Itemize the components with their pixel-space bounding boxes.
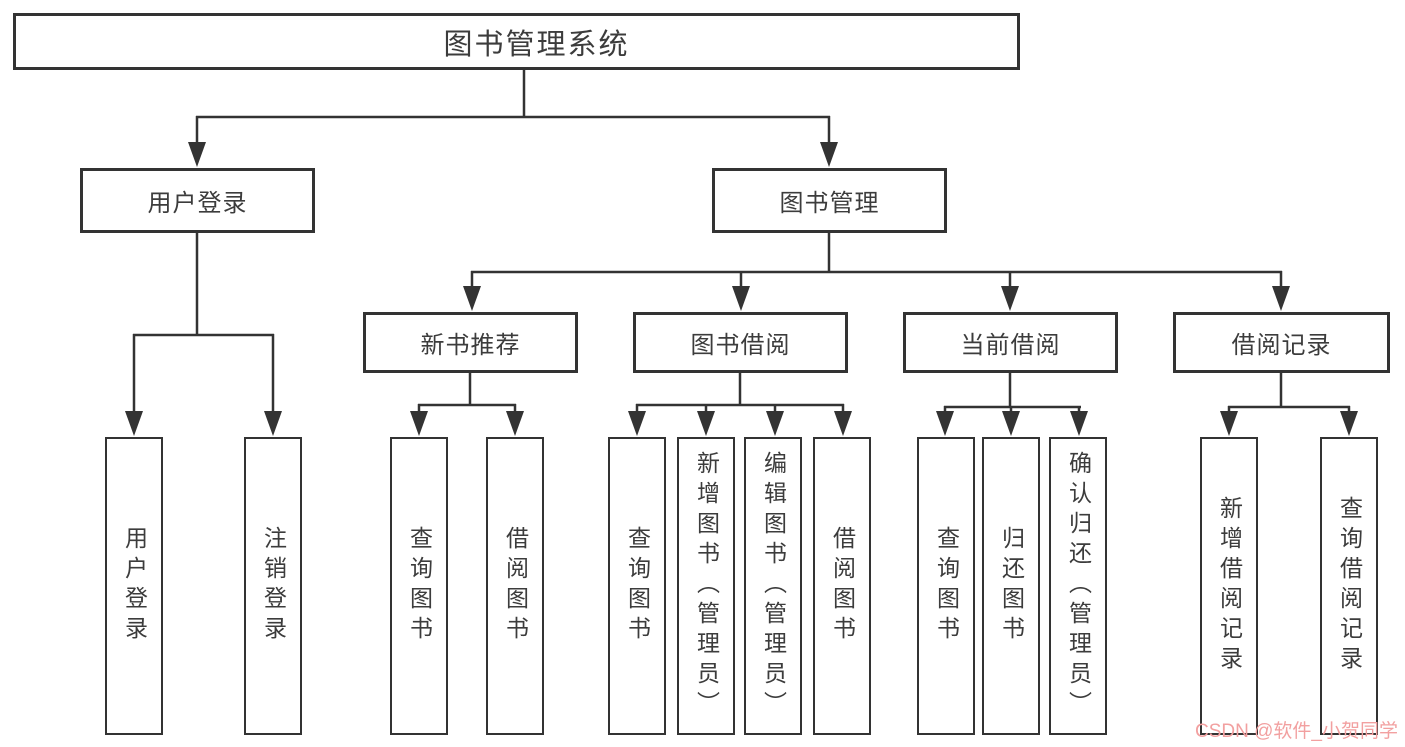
arrowhead-icon (410, 411, 428, 436)
node-leaf-logout: 注销登录 (244, 437, 302, 735)
arrowhead-icon (766, 411, 784, 436)
node-label: 新书推荐 (420, 332, 521, 359)
arrowhead-icon (1001, 286, 1019, 311)
arrowhead-icon (506, 411, 524, 436)
node-label: 借阅记录 (1231, 332, 1332, 359)
node-leaf-borrow-books-2: 借阅图书 (813, 437, 871, 735)
arrowhead-icon (820, 142, 838, 167)
connector-borrow-records (1220, 372, 1358, 436)
node-label: 借阅图书 (829, 526, 856, 646)
node-library-management-system: 图书管理系统 (13, 13, 1020, 70)
arrowhead-icon (628, 411, 646, 436)
node-leaf-query-books-3: 查询图书 (917, 437, 975, 735)
node-label: 确认归还（管理员） (1065, 451, 1092, 721)
arrowhead-icon (1070, 411, 1088, 436)
node-leaf-query-books-1: 查询图书 (390, 437, 448, 735)
node-label: 用户登录 (121, 526, 148, 646)
node-leaf-user-login: 用户登录 (105, 437, 163, 735)
node-book-borrow: 图书借阅 (633, 312, 848, 373)
node-label: 新增借阅记录 (1216, 496, 1243, 676)
node-label: 用户登录 (147, 190, 248, 217)
node-current-borrow: 当前借阅 (903, 312, 1118, 373)
arrowhead-icon (1220, 411, 1238, 436)
arrowhead-icon (1272, 286, 1290, 311)
arrowhead-icon (125, 411, 143, 436)
node-user-login: 用户登录 (80, 168, 315, 233)
arrowhead-icon (834, 411, 852, 436)
node-label: 当前借阅 (960, 332, 1061, 359)
node-leaf-add-books-admin: 新增图书（管理员） (677, 437, 735, 735)
node-label: 查询图书 (624, 526, 651, 646)
node-borrow-records: 借阅记录 (1173, 312, 1390, 373)
arrowhead-icon (936, 411, 954, 436)
watermark: CSDN @软件_小贺同学 (1195, 721, 1398, 742)
arrowhead-icon (697, 411, 715, 436)
connector-current-borrow (936, 372, 1088, 436)
node-leaf-return-books: 归还图书 (982, 437, 1040, 735)
arrowhead-icon (1340, 411, 1358, 436)
node-label: 查询图书 (933, 526, 960, 646)
node-label: 图书借阅 (690, 332, 791, 359)
node-label: 查询图书 (406, 526, 433, 646)
arrowhead-icon (732, 286, 750, 311)
node-leaf-query-borrow-record: 查询借阅记录 (1320, 437, 1378, 735)
node-label: 归还图书 (998, 526, 1025, 646)
node-label: 注销登录 (260, 526, 287, 646)
node-book-management: 图书管理 (712, 168, 947, 233)
arrowhead-icon (264, 411, 282, 436)
arrowhead-icon (1002, 411, 1020, 436)
node-leaf-query-books-2: 查询图书 (608, 437, 666, 735)
node-leaf-edit-books-admin: 编辑图书（管理员） (744, 437, 802, 735)
node-leaf-add-borrow-record: 新增借阅记录 (1200, 437, 1258, 735)
node-leaf-borrow-books-1: 借阅图书 (486, 437, 544, 735)
connector-root (188, 70, 838, 167)
connector-user-login (125, 233, 282, 436)
node-label: 新增图书（管理员） (693, 451, 720, 721)
node-label: 查询借阅记录 (1336, 496, 1363, 676)
node-label: 图书管理 (779, 190, 880, 217)
node-label: 借阅图书 (502, 526, 529, 646)
node-label: 编辑图书（管理员） (760, 451, 787, 721)
arrowhead-icon (463, 286, 481, 311)
connector-book-borrow (628, 372, 852, 436)
arrowhead-icon (188, 142, 206, 167)
connector-book-management (463, 233, 1290, 311)
node-label: 图书管理系统 (443, 28, 630, 61)
connector-new-book-recommend (410, 372, 524, 436)
node-leaf-confirm-return-admin: 确认归还（管理员） (1049, 437, 1107, 735)
node-new-book-recommend: 新书推荐 (363, 312, 578, 373)
